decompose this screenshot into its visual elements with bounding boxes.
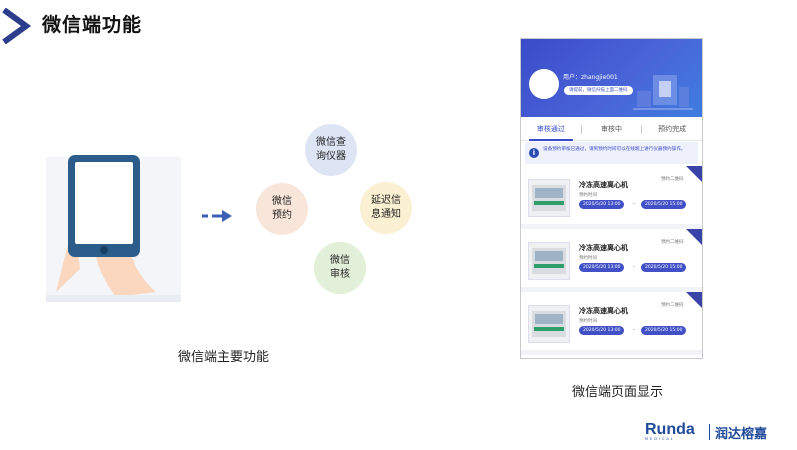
logo-divider: [709, 424, 710, 440]
home-button-icon: [100, 246, 108, 254]
booking-time-label: 预约时间: [579, 319, 597, 324]
booking-time-label: 预约时间: [579, 193, 597, 198]
machine-window: [535, 251, 563, 261]
page-title: 微信端功能: [42, 14, 143, 36]
time-separator: -: [633, 201, 635, 207]
start-time-badge: 2020/5/20 13:00: [579, 263, 625, 272]
status-tabs: 审核通过 审核中 预约完成: [521, 118, 702, 141]
start-time-badge: 2020/5/20 13:00: [579, 326, 625, 335]
building-illustration-icon: [633, 75, 693, 110]
centrifuge-image: [528, 242, 570, 280]
phone-screen-blank: [75, 162, 133, 244]
qr-code-icon[interactable]: [686, 166, 702, 182]
machine-panel: [534, 201, 564, 205]
info-icon: i: [529, 148, 539, 158]
feature-review: 微信 审核: [314, 242, 366, 294]
tab-completed[interactable]: 预约完成: [658, 125, 687, 133]
list-item[interactable]: 冷冻高速离心机 预约时间 预约二维码 2020/5/20 13:00 - 202…: [521, 292, 702, 355]
booking-time-label: 预约时间: [579, 256, 597, 261]
feature-label: 延迟信 息通知: [371, 195, 401, 220]
feature-booking: 微信 预约: [256, 183, 308, 235]
feature-label: 微信查 询仪器: [316, 137, 346, 162]
notice-text: 设备预约审核已通过，请到预约时间可以在线端上进行仪器预约操作。: [543, 147, 686, 152]
wechat-page-screenshot: 用户：zhangjie001 请提前，微信扫描上面二维码 审核通过 审核中 预约…: [520, 38, 703, 359]
brand-name-cn: 润达榕嘉: [715, 427, 768, 442]
time-separator: -: [633, 264, 635, 270]
qr-code-label[interactable]: 预约二维码: [661, 177, 684, 182]
centrifuge-image: [528, 179, 570, 217]
qr-code-icon[interactable]: [686, 229, 702, 245]
start-time-badge: 2020/5/20 13:00: [579, 200, 625, 209]
scan-hint-pill[interactable]: 请提前，微信扫描上面二维码: [564, 86, 633, 95]
instrument-name: 冷冻高速离心机: [579, 244, 628, 252]
arrow-right-icon: [202, 210, 232, 222]
machine-panel: [534, 327, 564, 331]
caption-page-display: 微信端页面显示: [572, 385, 664, 400]
list-item[interactable]: 冷冻高速离心机 预约时间 预约二维码 2020/5/20 13:00 - 202…: [521, 229, 702, 292]
tab-divider: [641, 124, 643, 134]
end-time-badge: 2020/5/20 15:00: [641, 200, 687, 209]
qr-code-label[interactable]: 预约二维码: [661, 240, 684, 245]
qr-code-label[interactable]: 预约二维码: [661, 303, 684, 308]
feature-delay-notice: 延迟信 息通知: [360, 182, 412, 234]
feature-label: 微信 预约: [272, 196, 292, 221]
qr-code-icon[interactable]: [686, 292, 702, 308]
end-time-badge: 2020/5/20 15:00: [641, 326, 687, 335]
feature-query-instrument: 微信查 询仪器: [305, 124, 357, 176]
caption-main-features: 微信端主要功能: [178, 350, 270, 365]
list-item[interactable]: 冷冻高速离心机 预约时间 预约二维码 2020/5/20 13:00 - 202…: [521, 166, 702, 229]
machine-panel: [534, 264, 564, 268]
username-label: 用户：zhangjie001: [563, 74, 618, 81]
notice-banner: i 设备预约审核已通过，请到预约时间可以在线端上进行仪器预约操作。: [525, 142, 698, 164]
centrifuge-image: [528, 305, 570, 343]
tab-approved[interactable]: 审核通过: [521, 118, 581, 141]
runda-logo: Runda: [645, 421, 695, 438]
logo-subtext: MEDICAL: [645, 437, 675, 441]
machine-window: [535, 188, 563, 198]
tab-under-review[interactable]: 审核中: [601, 125, 622, 133]
instrument-name: 冷冻高速离心机: [579, 181, 628, 189]
tab-divider: [580, 124, 582, 134]
instrument-name: 冷冻高速离心机: [579, 307, 628, 315]
time-separator: -: [633, 327, 635, 333]
end-time-badge: 2020/5/20 15:00: [641, 263, 687, 272]
chevron-right-icon: [2, 8, 32, 44]
feature-label: 微信 审核: [330, 255, 350, 280]
machine-window: [535, 314, 563, 324]
avatar[interactable]: [529, 69, 559, 99]
